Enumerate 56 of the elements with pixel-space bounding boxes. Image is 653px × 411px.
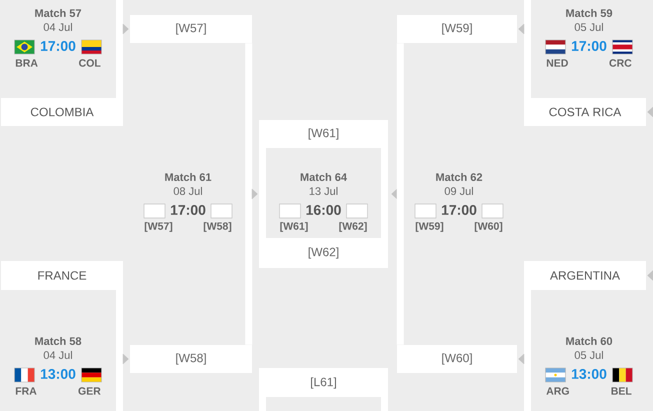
match-date: 08 Jul <box>174 186 202 196</box>
match-date: 13 Jul <box>310 186 338 196</box>
arrow <box>518 24 524 34</box>
match-date: 04 Jul <box>44 22 72 32</box>
slot-box: [W58] <box>130 345 252 373</box>
match-title: Match 59 <box>566 8 612 18</box>
match-date: 05 Jul <box>574 22 603 32</box>
team-code: BRA <box>16 59 38 67</box>
team-box: ARGENTINA <box>524 261 646 290</box>
arrow <box>122 354 129 364</box>
match-title: Match 58 <box>35 336 82 346</box>
team-box: COSTA RICA <box>524 98 646 126</box>
match-date: 09 Jul <box>444 186 473 196</box>
slot-box: [W60] <box>397 345 517 373</box>
match-title: Match 62 <box>436 172 482 182</box>
kickoff-time: 17:00 <box>40 41 76 51</box>
team-code: [W61] <box>280 222 308 232</box>
kickoff-time: 13:00 <box>572 369 606 379</box>
arrow <box>391 188 398 200</box>
team-code: [W58] <box>204 222 232 232</box>
team-code: COL <box>79 59 100 67</box>
match-date: 04 Jul <box>44 350 72 360</box>
team-code: BEL <box>612 387 632 395</box>
slot-label: [W61] <box>308 128 338 140</box>
match-title: Match 61 <box>165 172 212 182</box>
team-code: [W60] <box>474 222 502 232</box>
kickoff-time: 17:00 <box>170 205 206 215</box>
team-code: [W59] <box>416 222 444 232</box>
team-code: FRA <box>16 387 36 395</box>
arrow <box>647 106 653 118</box>
slot-box: [W59] <box>397 15 517 43</box>
team-code: [W62] <box>339 222 367 232</box>
team-code: GER <box>78 387 101 395</box>
match-date: 05 Jul <box>574 350 603 360</box>
team-box: COLOMBIA <box>1 98 123 126</box>
kickoff-time: 17:00 <box>442 205 476 215</box>
bracket-line <box>245 43 252 345</box>
slot-label: [W62] <box>308 247 338 259</box>
kickoff-time: 16:00 <box>306 205 341 215</box>
slot-box: [W57] <box>130 15 252 43</box>
arrow <box>518 354 524 364</box>
bracket-line <box>396 43 404 345</box>
kickoff-time: 13:00 <box>40 369 76 379</box>
arrow <box>252 188 258 200</box>
team-code: NED <box>546 59 568 67</box>
kickoff-time: 17:00 <box>572 41 606 51</box>
match-title: Match 60 <box>566 336 612 346</box>
match-title: Match 57 <box>35 8 82 18</box>
arrow <box>647 270 653 281</box>
team-code: CRC <box>609 59 632 67</box>
team-code: [W57] <box>144 222 172 232</box>
team-box: FRANCE <box>1 261 123 290</box>
team-code: ARG <box>546 387 569 395</box>
arrow <box>122 24 129 34</box>
slot-label: [L61] <box>311 377 336 389</box>
match-title: Match 64 <box>300 172 347 182</box>
